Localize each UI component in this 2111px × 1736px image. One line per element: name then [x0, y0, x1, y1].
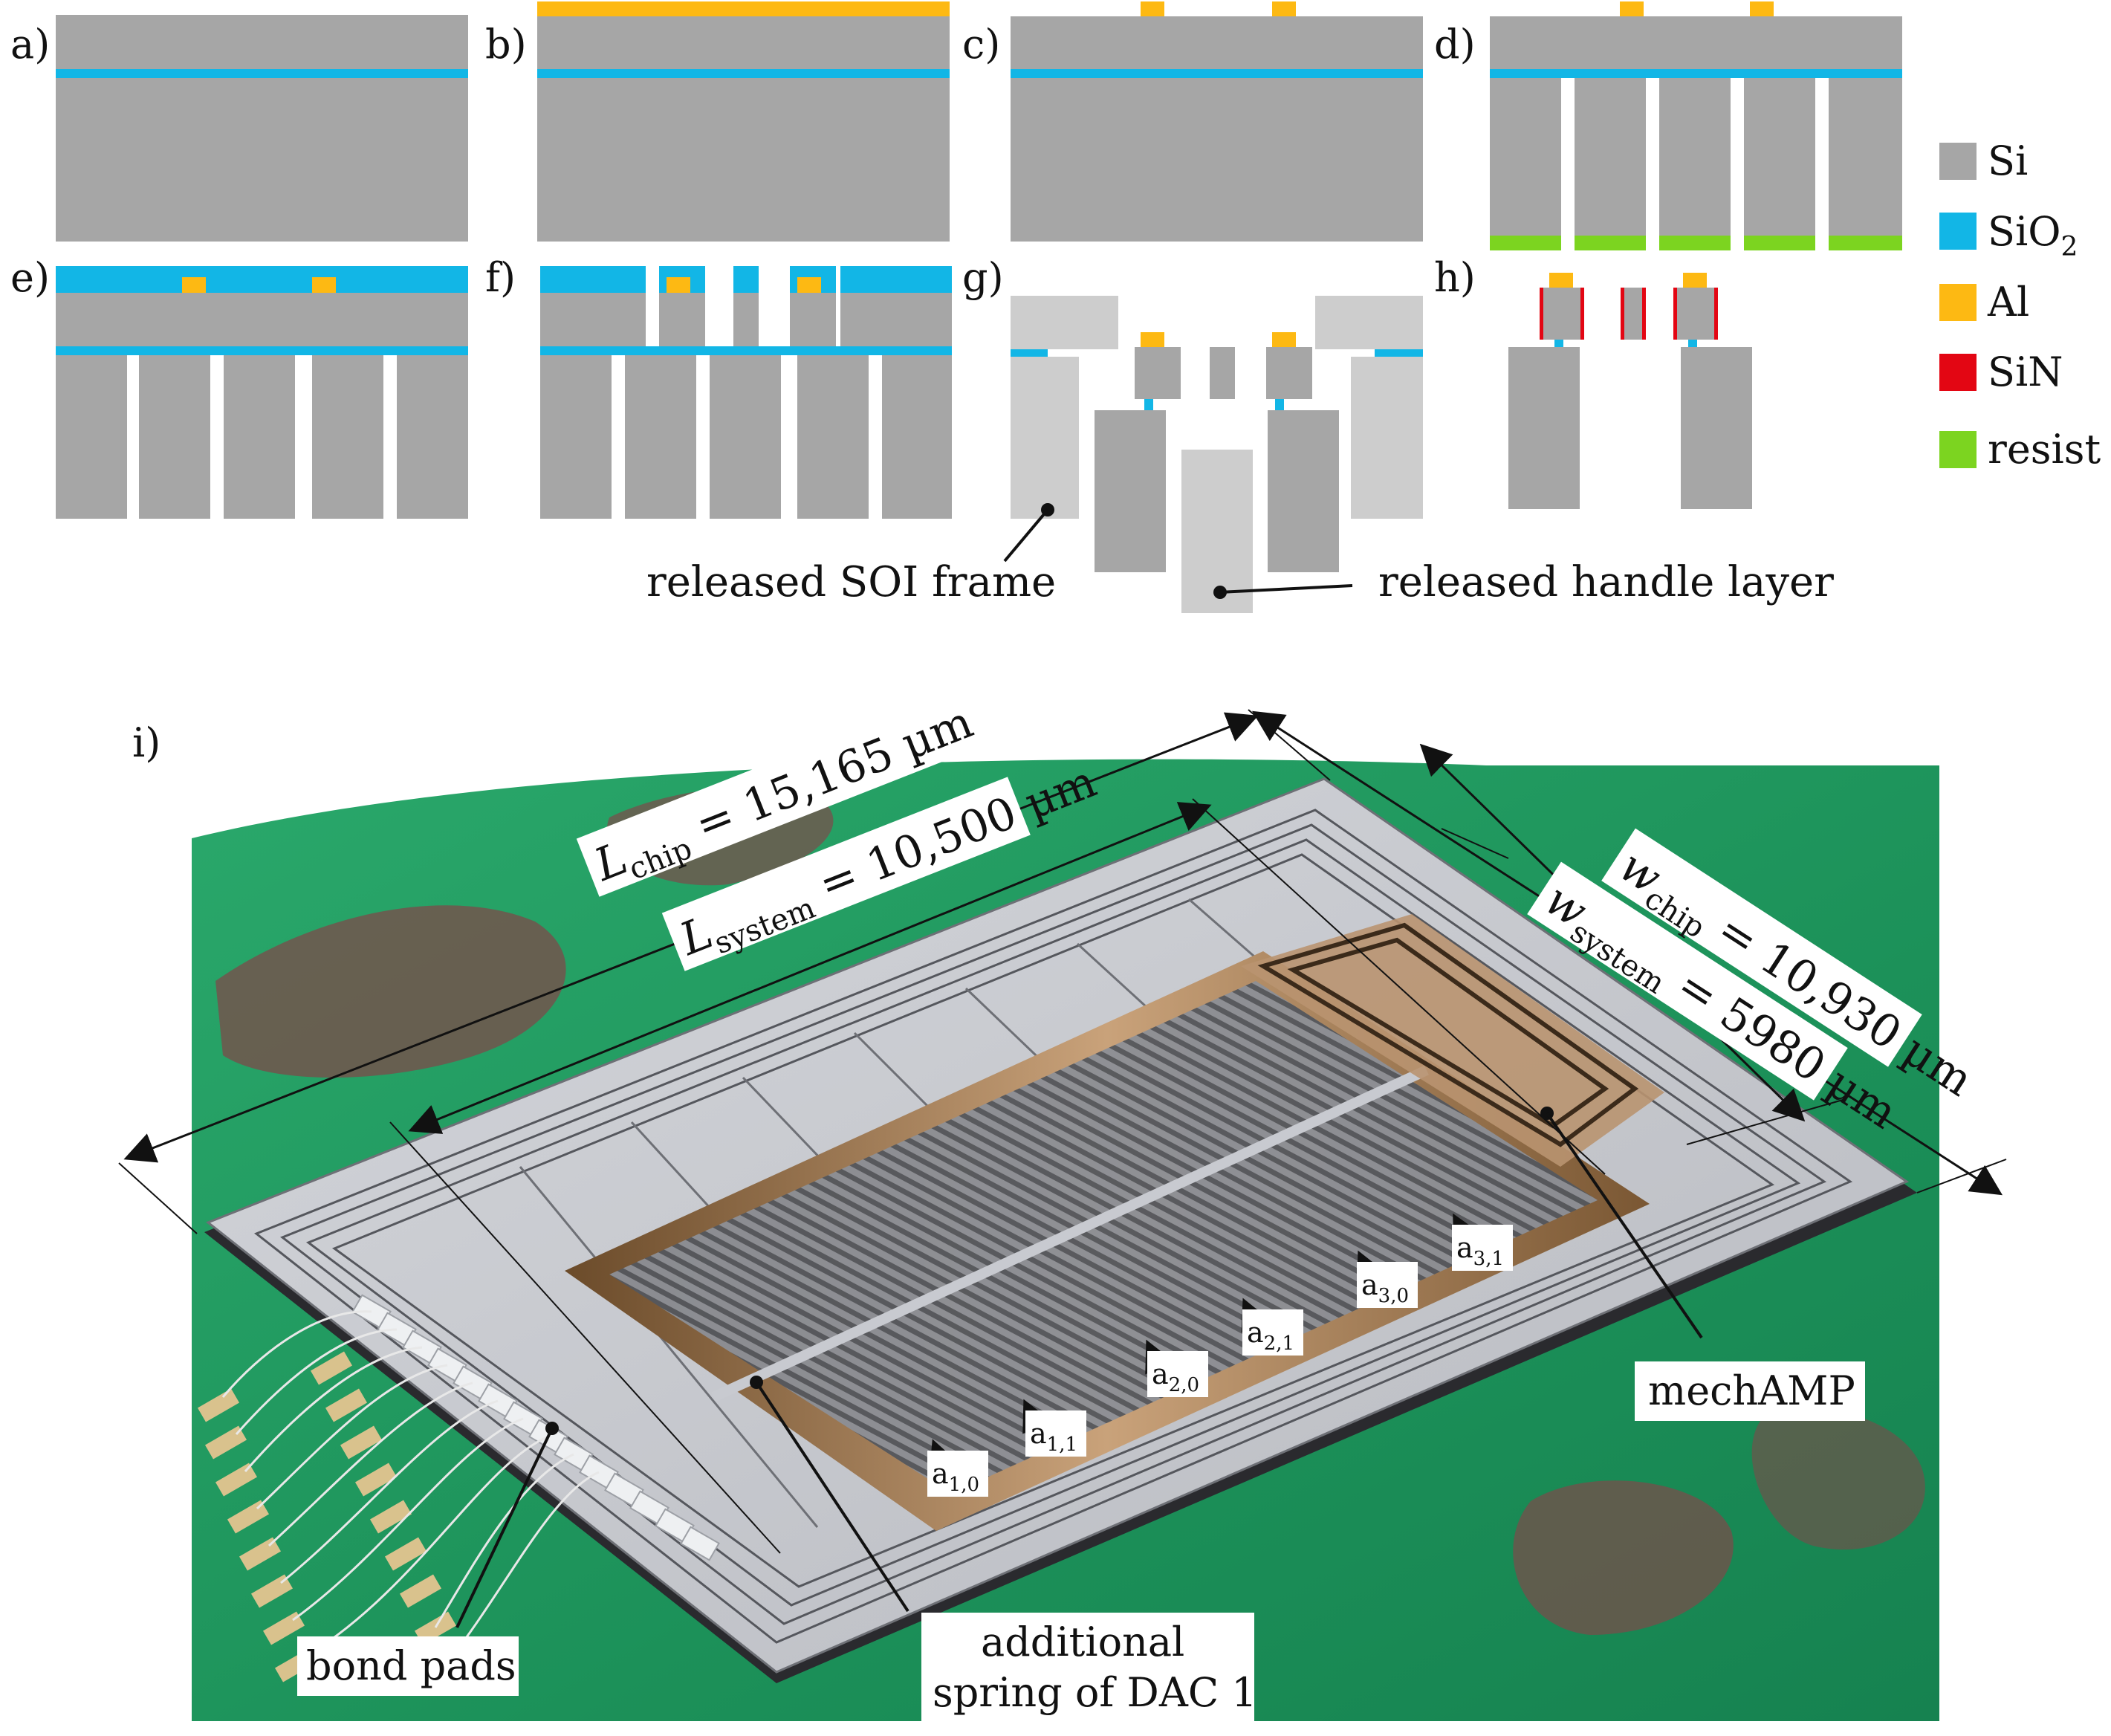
panel-label-a: a) [10, 21, 50, 68]
panel-label-d: d) [1434, 21, 1476, 68]
mechamp-label: mechAMP [1648, 1367, 1855, 1414]
legend-label-al: Al [1987, 279, 2029, 326]
handle-layer-annotation: released handle layer [1213, 558, 1834, 606]
legend-label-sio2: SiO [1988, 208, 2061, 255]
legend-label-sin: SiN [1988, 349, 2063, 395]
panel-label-b: b) [485, 21, 527, 68]
marker-a21: a2,1 [1241, 1298, 1303, 1356]
marker-a11: a1,1 [1022, 1399, 1086, 1457]
panel-h [1508, 273, 1752, 509]
legend-swatch-si [1939, 143, 1977, 180]
svg-text:a3,1: a3,1 [1456, 1231, 1504, 1270]
panel-label-i: i) [132, 719, 160, 766]
svg-text:a3,0: a3,0 [1361, 1269, 1409, 1307]
panel-label-h: h) [1434, 254, 1476, 301]
panel-d [1490, 1, 1902, 250]
callout-additional-spring: additional spring of DAC 1 [750, 1376, 1257, 1723]
legend-label-sio2-sub: 2 [2061, 232, 2078, 262]
soi-frame-annotation: released SOI frame [646, 503, 1056, 606]
svg-text:a1,0: a1,0 [932, 1457, 979, 1496]
bond-wires [221, 1310, 600, 1665]
marker-a30: a3,0 [1357, 1250, 1418, 1308]
panel-label-e: e) [10, 254, 50, 301]
legend-label-si: Si [1988, 137, 2028, 184]
soi-frame-label: released SOI frame [646, 558, 1056, 606]
legend-swatch-sio2 [1939, 213, 1977, 250]
panel-label-g: g) [962, 254, 1004, 301]
legend-label-resist: resist [1988, 426, 2101, 473]
legend-swatch-al [1939, 284, 1977, 321]
legend: Si SiO2 Al SiN resist [1939, 137, 2101, 473]
panel-g [1011, 296, 1423, 613]
bond-pads-label: bond pads [306, 1642, 516, 1689]
legend-swatch-resist [1939, 431, 1977, 468]
svg-text:SiO2: SiO2 [1988, 208, 2078, 262]
panel-b [537, 1, 950, 242]
svg-text:a2,0: a2,0 [1152, 1358, 1199, 1396]
panel-a [56, 15, 468, 242]
panel-label-c: c) [962, 21, 1000, 68]
svg-text:a1,1: a1,1 [1030, 1417, 1077, 1456]
marker-a10: a1,0 [927, 1439, 988, 1497]
callout-bond-pads: bond pads [297, 1422, 559, 1696]
panel-e [56, 266, 468, 519]
marker-a31: a3,1 [1452, 1213, 1513, 1271]
marker-a20: a2,0 [1145, 1339, 1208, 1397]
additional-spring-label-1: additional [981, 1619, 1184, 1665]
panel-label-f: f) [485, 254, 516, 301]
legend-swatch-sin [1939, 354, 1977, 391]
callout-mechamp: mechAMP [1540, 1107, 1865, 1421]
handle-layer-label: released handle layer [1378, 558, 1834, 606]
panel-c [1011, 1, 1423, 242]
additional-spring-label-2: spring of DAC 1 [933, 1669, 1257, 1716]
panel-f [540, 266, 952, 519]
svg-text:a2,1: a2,1 [1247, 1316, 1294, 1355]
